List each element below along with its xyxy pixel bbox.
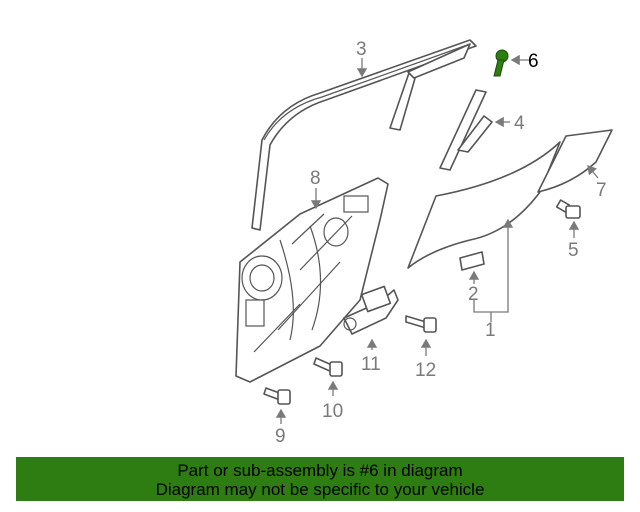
callout-7: 7 [596, 180, 607, 201]
part-10-bolt[interactable] [313, 357, 343, 377]
callout-8: 8 [310, 168, 321, 189]
parts-diagram: 3 6 4 7 8 5 2 1 11 12 10 9 [235, 39, 613, 447]
callout-10: 10 [322, 401, 343, 422]
part-12-bolt[interactable] [405, 315, 437, 333]
part-4-channel[interactable] [439, 89, 493, 171]
callout-9: 9 [275, 426, 286, 447]
part-8-regulator-panel[interactable] [235, 177, 389, 383]
callout-2: 2 [468, 284, 479, 305]
callout-6: 6 [528, 51, 539, 72]
callout-5: 5 [568, 240, 579, 261]
callout-11: 11 [361, 354, 381, 375]
part-5-bolt[interactable] [555, 199, 581, 219]
callout-12: 12 [415, 360, 436, 381]
part-7-quarter-glass[interactable] [537, 129, 613, 193]
part-1-door-glass[interactable] [407, 141, 561, 269]
part-11-motor[interactable] [343, 285, 399, 335]
leader-lines [275, 54, 599, 424]
part-9-bolt[interactable] [263, 387, 291, 405]
banner-line-2: Diagram may not be specific to your vehi… [155, 480, 485, 499]
part-6-clip[interactable] [493, 49, 509, 77]
callout-1: 1 [485, 320, 496, 341]
part-3-run-channel[interactable] [251, 39, 477, 231]
banner-line-1: Part or sub-assembly is #6 in diagram [177, 461, 463, 480]
info-banner: Part or sub-assembly is #6 in diagram Di… [16, 457, 624, 501]
callout-3: 3 [356, 39, 367, 60]
callout-4: 4 [514, 113, 525, 134]
part-2-glass-clip[interactable] [459, 251, 485, 271]
